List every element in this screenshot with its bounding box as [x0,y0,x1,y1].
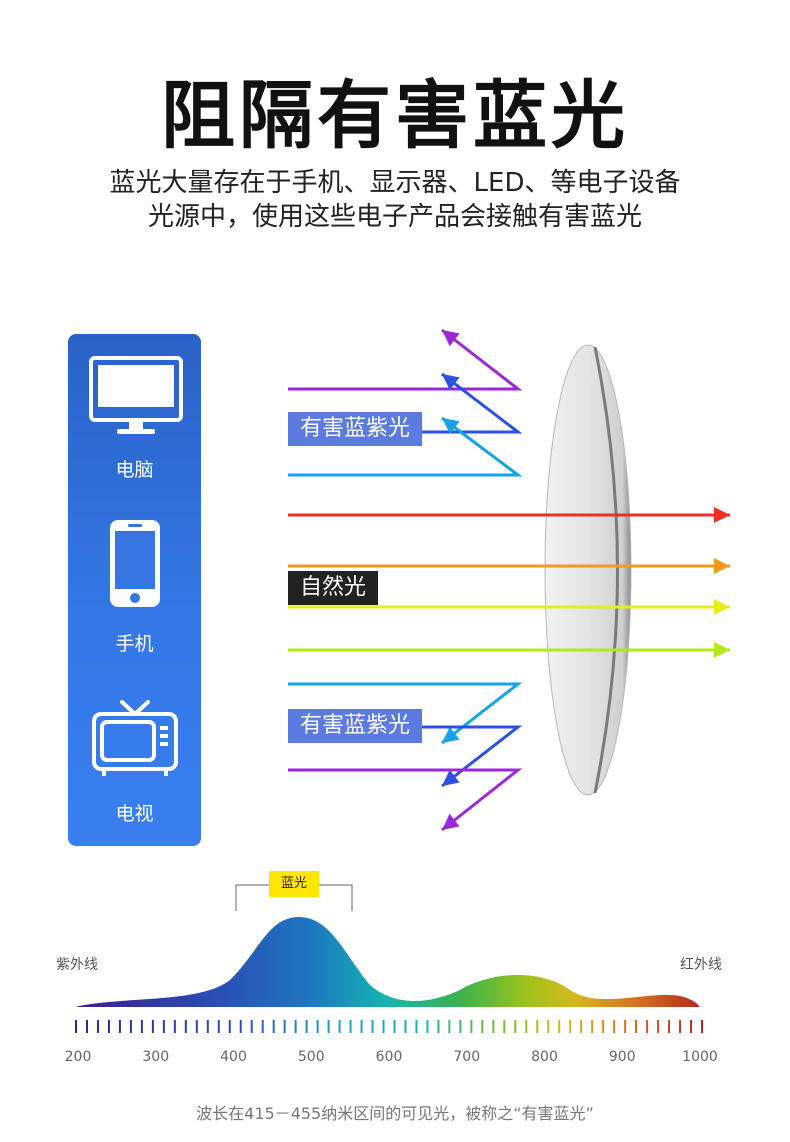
wavelength-tick-mark [283,1020,286,1033]
wavelength-tick-mark [349,1020,352,1033]
wavelength-tick-mark [437,1020,440,1033]
wavelength-tick-label: 500 [297,1049,325,1065]
wavelength-tick-mark [602,1020,605,1033]
tv-icon [92,700,178,776]
ir-label: 红外线 [680,957,722,973]
wavelength-tick-mark [646,1020,649,1033]
wavelength-tick-mark [393,1020,396,1033]
wavelength-tick-mark [107,1020,110,1033]
lens [544,344,632,796]
wavelength-tick-label: 600 [375,1049,403,1065]
device-panel: 电脑 手机 电视 [68,334,201,846]
wavelength-tick-mark [316,1020,319,1033]
wavelength-tick-mark [294,1020,297,1033]
wavelength-tick-mark [514,1020,517,1033]
wavelength-tick-label: 300 [142,1049,170,1065]
wavelength-tick-mark [525,1020,528,1033]
wavelength-tick-mark [272,1020,275,1033]
ray-yellow-transmitted [288,599,730,615]
wavelength-tick-mark [173,1020,176,1033]
ray-red-transmitted [288,507,730,523]
wavelength-tick-mark [668,1020,671,1033]
wavelength-tick-mark [239,1020,242,1033]
subtitle-line-1: 蓝光大量存在于手机、显示器、LED、等电子设备 [109,168,681,198]
wavelength-tick-mark [690,1020,693,1033]
wavelength-tick-mark [382,1020,385,1033]
monitor-icon [89,356,183,434]
wavelength-tick-mark [558,1020,561,1033]
subtitle: 蓝光大量存在于手机、显示器、LED、等电子设备 光源中，使用这些电子产品会接触有… [0,166,790,234]
harmful-light-label-top: 有害蓝紫光 [288,412,423,446]
wavelength-tick-mark [536,1020,539,1033]
wavelength-tick-mark [228,1020,231,1033]
device-label-tv: 电视 [115,803,154,825]
spectrum-curve [75,916,700,1007]
ray-violet-reflected-top [288,328,523,391]
wavelength-tick-label: 800 [531,1049,558,1065]
ray-violet-reflected-bottom [288,768,523,832]
spectrum-chart [75,884,703,1033]
wavelength-tick-mark [250,1020,253,1033]
wavelength-tick-label: 700 [453,1049,481,1065]
wavelength-tick-mark [404,1020,407,1033]
device-label-computer: 电脑 [115,459,154,481]
wavelength-tick-mark [261,1020,264,1033]
wavelength-tick-mark [360,1020,363,1033]
phone-icon [110,520,160,607]
wavelength-tick-mark [338,1020,341,1033]
natural-light-label: 自然光 [288,571,379,605]
blue-light-badge: 蓝光 [269,871,319,897]
wavelength-tick-mark [162,1020,165,1033]
ray-cyan-reflected-top [288,416,523,477]
wavelength-tick-mark [129,1020,132,1033]
wavelength-tick-mark [657,1020,660,1033]
ray-lime-transmitted [288,642,730,658]
wavelength-tick-mark [305,1020,308,1033]
wavelength-tick-mark [96,1020,99,1033]
wavelength-tick-mark [327,1020,330,1033]
wavelength-tick-mark [206,1020,209,1033]
ray-diagram [288,328,730,832]
wavelength-tick-mark [448,1020,451,1033]
wavelength-tick-mark [85,1020,88,1033]
page-title: 阻隔有害蓝光 [161,73,629,159]
footnote: 波长在415－455纳米区间的可见光，被称之“有害蓝光” [196,1104,594,1123]
wavelength-tick-mark [613,1020,616,1033]
wavelength-tick-mark [503,1020,506,1033]
wavelength-tick-mark [591,1020,594,1033]
wavelength-tick-mark [140,1020,143,1033]
wavelength-tick-mark [580,1020,583,1033]
wavelength-tick-mark [415,1020,418,1033]
device-label-phone: 手机 [115,633,154,655]
subtitle-line-2: 光源中，使用这些电子产品会接触有害蓝光 [147,202,642,232]
wavelength-tick-label: 900 [608,1049,636,1065]
wavelength-tick-mark [492,1020,495,1033]
wavelength-tick-mark [635,1020,638,1033]
ray-cyan-reflected-bottom [288,682,523,745]
harmful-light-label-bottom: 有害蓝紫光 [288,709,423,743]
wavelength-tick-mark [569,1020,572,1033]
wavelength-tick-mark [75,1020,77,1033]
wavelength-tick-mark [481,1020,484,1033]
lens-edge [593,346,619,794]
wavelength-tick-mark [118,1020,121,1033]
wavelength-tick-mark [371,1020,374,1033]
wavelength-tick-mark [459,1020,462,1033]
wavelength-tick-mark [426,1020,429,1033]
wavelength-tick-mark [624,1020,627,1033]
wavelength-tick-mark [679,1020,682,1033]
wavelength-tick-mark [184,1020,187,1033]
wavelength-tick-mark [470,1020,473,1033]
wavelength-tick-label: 400 [220,1049,247,1065]
wavelength-tick-mark [547,1020,550,1033]
wavelength-tick-label: 200 [64,1049,92,1065]
wavelength-tick-mark [217,1020,220,1033]
wavelength-tick-mark [151,1020,154,1033]
uv-label: 紫外线 [56,957,98,973]
ray-orange-transmitted [288,558,730,574]
wavelength-tick-mark [701,1020,703,1033]
wavelength-tick-label: 1000 [682,1049,718,1065]
wavelength-tick-mark [195,1020,198,1033]
